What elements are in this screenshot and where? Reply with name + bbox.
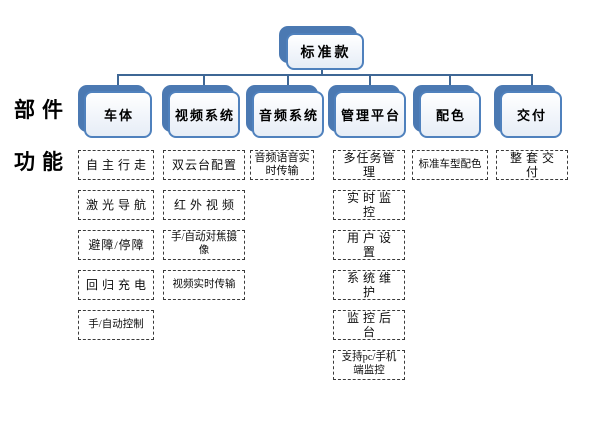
- node-face: 车体: [84, 91, 152, 138]
- function-box: 自主行走: [78, 150, 154, 180]
- function-box: 回归充电: [78, 270, 154, 300]
- function-box: 双云台配置: [163, 150, 245, 180]
- connector-stub-management-platform: [369, 74, 371, 89]
- root-node: 标准款: [279, 26, 364, 70]
- row-label-parts: 部件: [14, 98, 70, 122]
- function-column-car-body: 自主行走激光导航避障/停障回归充电手/自动控制: [78, 150, 154, 340]
- function-column-color-scheme: 标准车型配色: [412, 150, 488, 180]
- node-face: 音频系统: [252, 91, 324, 138]
- node-face: 管理平台: [334, 91, 406, 138]
- function-box: 手/自动对焦摄像: [163, 230, 245, 260]
- connector-horizontal: [117, 74, 533, 76]
- category-node-car-body: 车体: [78, 85, 152, 138]
- connector-stub-delivery: [531, 74, 533, 89]
- category-node-management-platform: 管理平台: [328, 85, 406, 138]
- function-box: 支持pc/手机端监控: [333, 350, 405, 380]
- function-box: 音频语音实时传输: [250, 150, 314, 180]
- node-face: 交付: [500, 91, 562, 138]
- function-box: 用户设置: [333, 230, 405, 260]
- function-box: 激光导航: [78, 190, 154, 220]
- function-box: 手/自动控制: [78, 310, 154, 340]
- node-face: 配色: [419, 91, 481, 138]
- function-box: 系统维护: [333, 270, 405, 300]
- function-column-management-platform: 多任务管理实时监控用户设置系统维护监控后台支持pc/手机端监控: [333, 150, 405, 380]
- function-box: 实时监控: [333, 190, 405, 220]
- category-label: 车体: [103, 108, 134, 123]
- function-box: 整套交付: [496, 150, 568, 180]
- connector-stub-audio-system: [287, 74, 289, 89]
- root-node-face: 标准款: [286, 33, 364, 70]
- function-box: 红外视频: [163, 190, 245, 220]
- function-column-audio-system: 音频语音实时传输: [250, 150, 314, 180]
- node-face: 视频系统: [168, 91, 240, 138]
- function-box: 多任务管理: [333, 150, 405, 180]
- function-box: 避障/停障: [78, 230, 154, 260]
- function-column-delivery: 整套交付: [496, 150, 568, 180]
- function-box: 标准车型配色: [412, 150, 488, 180]
- function-box: 监控后台: [333, 310, 405, 340]
- category-label: 配色: [435, 108, 466, 123]
- category-node-color-scheme: 配色: [413, 85, 481, 138]
- root-node-label: 标准款: [300, 45, 352, 61]
- connector-stub-car-body: [117, 74, 119, 89]
- row-label-functions: 功能: [14, 150, 70, 174]
- category-label: 视频系统: [174, 108, 235, 123]
- function-box: 视频实时传输: [163, 270, 245, 300]
- connector-root-stub: [321, 70, 323, 75]
- category-node-audio-system: 音频系统: [246, 85, 324, 138]
- connector-stub-color-scheme: [449, 74, 451, 89]
- function-column-video-system: 双云台配置红外视频手/自动对焦摄像视频实时传输: [163, 150, 245, 300]
- connector-stub-video-system: [203, 74, 205, 89]
- category-node-delivery: 交付: [494, 85, 562, 138]
- category-node-video-system: 视频系统: [162, 85, 240, 138]
- category-label: 管理平台: [340, 108, 401, 123]
- category-label: 交付: [516, 108, 547, 123]
- category-label: 音频系统: [258, 108, 319, 123]
